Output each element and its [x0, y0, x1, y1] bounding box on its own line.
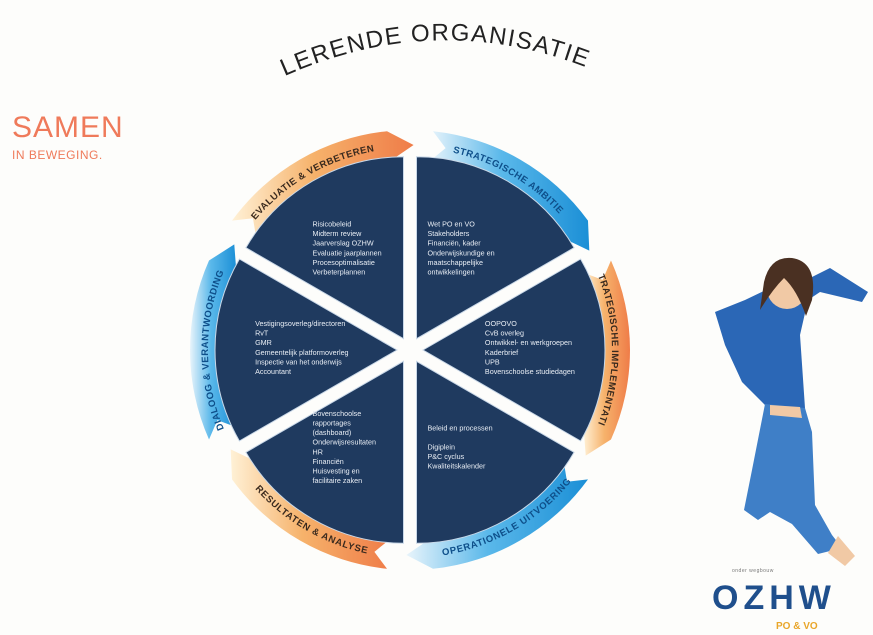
wedge-item: Bovenschoolse studiedagen	[485, 367, 575, 376]
wedge-3	[421, 258, 606, 442]
wedge-item: Financiën	[313, 457, 344, 466]
brand-slogan: SAMEN IN BEWEGING.	[12, 111, 124, 163]
wedge-6	[214, 258, 399, 442]
wedge-5	[245, 360, 404, 544]
jumping-child-photo	[715, 257, 868, 566]
wedge-item: GMR	[255, 338, 272, 347]
wedge-item: UPB	[485, 357, 500, 366]
logo-name: OZHW	[712, 579, 836, 617]
wedge-item: Jaarverslag OZHW	[313, 239, 374, 248]
wedge-item: ontwikkelingen	[427, 267, 474, 276]
wedge-4	[416, 360, 575, 544]
wedge-item: OOPOVO	[485, 319, 517, 328]
wedge-item: Gemeentelijk platformoverleg	[255, 348, 348, 357]
wedge-item: maatschappelijke	[427, 258, 483, 267]
wedge-item: Bovenschoolse	[313, 409, 362, 418]
wedge-item: Inspectie van het onderwijs	[255, 357, 342, 366]
wedge-item: Beleid en processen	[427, 423, 492, 432]
wedge-item: HR	[313, 447, 323, 456]
diagram-title: LERENDE ORGANISATIE	[276, 19, 594, 81]
wedge-item: Kaderbrief	[485, 348, 518, 357]
wedge-item: Risicobeleid	[313, 219, 352, 228]
wedge-item: Digiplein	[427, 443, 455, 452]
logo-tagline: onder wegbouw	[732, 568, 774, 574]
wedge-item: Onderwijsresultaten	[313, 438, 377, 447]
wedge-item: Financiën, kader	[427, 239, 481, 248]
slogan-line-1: SAMEN	[12, 111, 124, 144]
wedge-item: Accountant	[255, 367, 291, 376]
wedge-item: Kwaliteitskalender	[427, 462, 486, 471]
wedge-item: rapportages	[313, 419, 352, 428]
wedge-item: Midterm review	[313, 229, 363, 238]
wedge-item: Procesoptimalisatie	[313, 258, 375, 267]
slogan-line-2: IN BEWEGING.	[12, 148, 103, 162]
wedge-item: Onderwijskundige en	[427, 248, 494, 257]
wedge-item: facilitaire zaken	[313, 476, 363, 485]
wedge-item: Ontwikkel- en werkgroepen	[485, 338, 572, 347]
wedge-item: Stakeholders	[427, 229, 469, 238]
wedge-item: RvT	[255, 329, 269, 338]
wedge-item: P&C cyclus	[427, 452, 464, 461]
wedge-item: Huisvesting en	[313, 467, 360, 476]
wedge-item: Vestigingsoverleg/directoren	[255, 319, 345, 328]
logo-sub: PO & VO	[776, 621, 818, 632]
wedge-item: Wet PO en VO	[427, 219, 475, 228]
wedge-2	[416, 156, 575, 340]
wedge-1	[245, 156, 404, 340]
ozhw-logo: onder wegbouw OZHW PO & VO	[712, 565, 862, 635]
wedge-item: Evaluatie jaarplannen	[313, 248, 382, 257]
wedge-item: CvB overleg	[485, 329, 524, 338]
wedge-item: Verbeterplannen	[313, 267, 366, 276]
wedge-item: (dashboard)	[313, 428, 352, 437]
